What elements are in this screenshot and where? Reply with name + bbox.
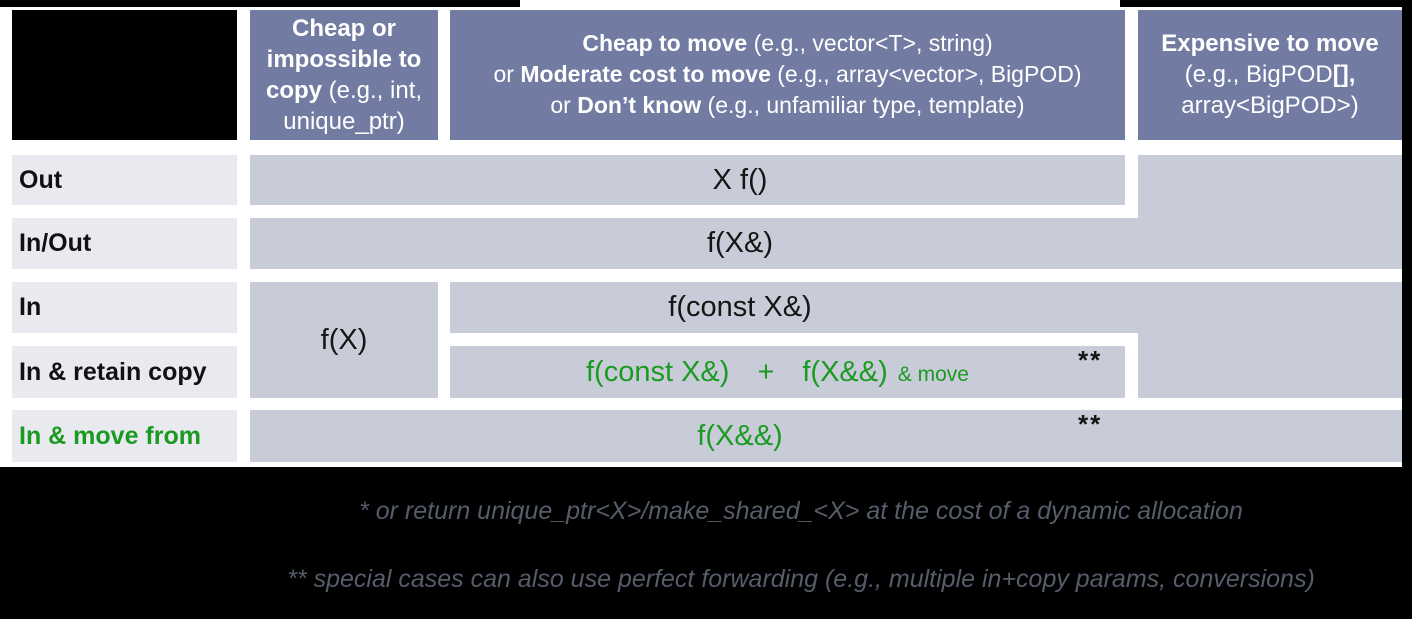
header-text: Cheap or (291, 15, 396, 42)
header-text: [], (1332, 61, 1356, 88)
row-label-in-retain-copy: In & retain copy (12, 346, 237, 398)
column-header-cheap-to-move: Cheap to move (e.g., vector<T>, string) … (450, 10, 1125, 140)
column-header-cheap-to-copy: Cheap or impossible to copy (e.g., int, … (250, 10, 438, 140)
header-text: (e.g., unfamiliar type, template) (701, 92, 1025, 118)
header-text: Moderate cost to move (520, 61, 771, 87)
move-from-stars-marker: ** (1078, 409, 1103, 439)
cell-out-expensive-merge (1138, 155, 1402, 269)
footnote-perfect-forwarding: ** special cases can also use perfect fo… (287, 565, 1315, 593)
header-text: Expensive to move (1161, 30, 1379, 57)
row-label-text: In/Out (19, 229, 92, 257)
header-text: Cheap to move (582, 30, 748, 56)
row-label-inout: In/Out (12, 218, 237, 269)
header-text: (e.g., int, (321, 77, 423, 104)
slide-background-top-notch (520, 0, 1120, 8)
row-label-in-move-from: In & move from (12, 410, 237, 462)
header-text: (e.g., array<vector>, BigPOD) (770, 61, 1082, 87)
header-text: unique_ptr) (283, 108, 405, 135)
cell-in-retain-copy (450, 346, 1125, 398)
row-label-text: In (19, 293, 42, 321)
header-text: impossible to (266, 46, 422, 73)
cell-out-return-by-value (250, 155, 1125, 205)
cell-in-move-from (250, 410, 1402, 462)
cell-in-const-ref (450, 282, 1402, 333)
row-label-text: In & move from (19, 421, 201, 450)
footnote-dynamic-allocation: * or return unique_ptr<X>/make_shared_<X… (359, 497, 1243, 525)
cell-in-expensive-merge (1138, 333, 1402, 398)
table-corner-cell (12, 10, 237, 140)
column-header-expensive-to-move: Expensive to move (e.g., BigPOD[], array… (1138, 10, 1402, 140)
row-label-text: Out (19, 165, 63, 194)
row-label-text: In & retain copy (19, 357, 207, 386)
header-text: array<BigPOD>) (1181, 92, 1359, 119)
row-label-in: In (12, 282, 237, 333)
cell-in-cheap-copy (250, 282, 438, 398)
retain-copy-stars-marker: ** (1078, 345, 1103, 375)
cell-inout-row (250, 218, 1138, 269)
header-text: or (550, 92, 578, 118)
header-text: Don’t know (577, 92, 702, 118)
header-text: copy (265, 77, 322, 104)
header-text: (e.g., BigPOD (1184, 61, 1333, 88)
row-label-out: Out (12, 155, 237, 205)
header-text: (e.g., vector<T>, string) (747, 30, 993, 56)
header-text: or (493, 61, 521, 87)
